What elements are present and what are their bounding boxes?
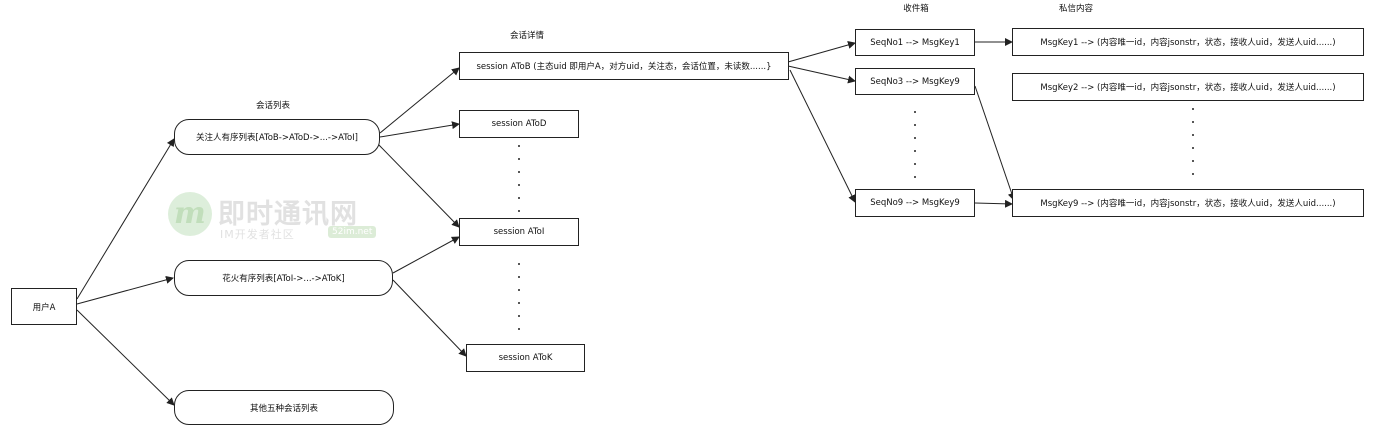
label-session-detail: 会话详情 xyxy=(509,31,545,41)
dot xyxy=(518,328,520,330)
dot xyxy=(914,176,916,178)
watermark: m 即时通讯网 IM开发者社区 52im.net xyxy=(168,192,388,248)
dot xyxy=(518,158,520,160)
watermark-subtitle: IM开发者社区 xyxy=(220,228,295,241)
dot xyxy=(1192,121,1194,123)
dot xyxy=(518,171,520,173)
dot xyxy=(518,210,520,212)
dot xyxy=(518,315,520,317)
watermark-badge: 52im.net xyxy=(328,226,377,238)
dot xyxy=(1192,147,1194,149)
dot xyxy=(914,163,916,165)
dot xyxy=(914,124,916,126)
edge-spark-to-atoi xyxy=(392,236,460,274)
node-follow-list: 关注人有序列表[AToB->AToD->...->AToI] xyxy=(174,119,380,155)
ellipsis-dots xyxy=(518,108,1194,330)
edge-user-to-other xyxy=(76,309,175,406)
node-other-lists: 其他五种会话列表 xyxy=(174,390,394,425)
node-session-atok: session AToK xyxy=(466,344,585,372)
dot xyxy=(518,184,520,186)
node-session-atob: session AToB (主态uid 即用户A，对方uid，关注态，会话位置，… xyxy=(459,52,789,80)
edge-seq9-to-msg9 xyxy=(974,199,1013,208)
node-msg2: MsgKey2 --> (内容唯一id，内容jsonstr，状态，接收人uid，… xyxy=(1012,73,1364,101)
label-inbox: 收件箱 xyxy=(903,4,929,14)
dot xyxy=(914,137,916,139)
node-seq9: SeqNo9 --> MsgKey9 xyxy=(855,189,975,217)
dot xyxy=(1192,134,1194,136)
edge-atob-to-seq3 xyxy=(787,65,856,84)
label-session-list: 会话列表 xyxy=(255,101,291,111)
dot xyxy=(914,111,916,113)
edge-follow-to-atoi xyxy=(377,143,460,228)
edge-follow-to-atob xyxy=(379,67,460,134)
dot xyxy=(518,263,520,265)
edge-seq3-to-msg9 xyxy=(974,85,1016,201)
dot xyxy=(1192,173,1194,175)
dot xyxy=(914,150,916,152)
edge-user-to-follow xyxy=(76,138,175,300)
dot xyxy=(518,289,520,291)
node-msg9: MsgKey9 --> (内容唯一id，内容jsonstr，状态，接收人uid，… xyxy=(1012,189,1364,217)
node-seq1: SeqNo1 --> MsgKey1 xyxy=(855,29,975,56)
watermark-logo-icon: m xyxy=(168,192,212,236)
edge-follow-to-atod xyxy=(379,121,460,138)
edge-spark-to-atok xyxy=(392,279,467,357)
watermark-title: 即时通讯网 xyxy=(218,199,358,230)
dot xyxy=(518,276,520,278)
node-session-atod: session AToD xyxy=(459,110,579,138)
dot xyxy=(518,145,520,147)
edge-atob-to-seq1 xyxy=(787,41,856,63)
node-msg1: MsgKey1 --> (内容唯一id，内容jsonstr，状态，接收人uid，… xyxy=(1012,28,1364,56)
label-private-msg: 私信内容 xyxy=(1058,4,1094,14)
node-session-atoi: session AToI xyxy=(459,218,579,246)
node-seq3: SeqNo3 --> MsgKey9 xyxy=(855,68,975,95)
dot xyxy=(1192,108,1194,110)
dot xyxy=(518,197,520,199)
node-spark-list: 花火有序列表[AToI->...->AToK] xyxy=(174,260,393,296)
edge-user-to-spark xyxy=(76,275,174,305)
dot xyxy=(518,302,520,304)
node-user-a: 用户A xyxy=(11,288,77,325)
dot xyxy=(1192,160,1194,162)
edge-atob-to-seq9 xyxy=(789,69,856,203)
